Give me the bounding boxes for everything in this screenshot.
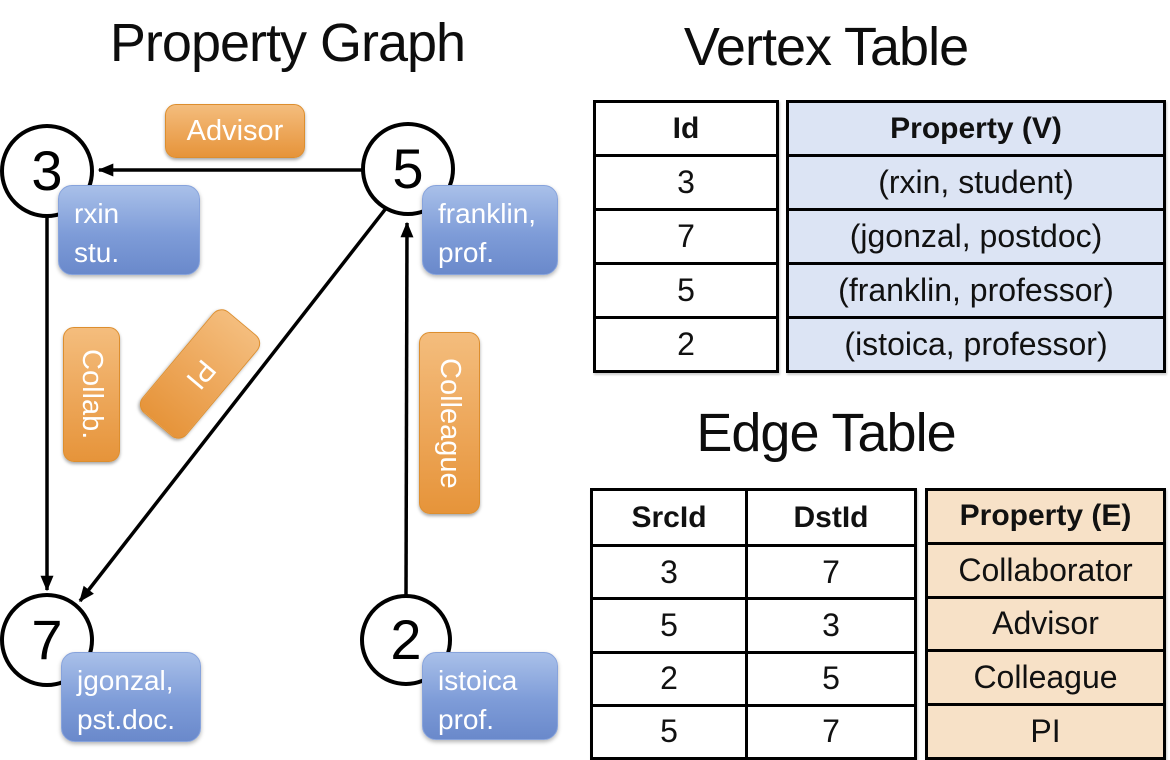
graph-title: Property Graph	[109, 13, 466, 73]
edge-label-collab: Collab.	[63, 327, 120, 462]
edge-table-srcid-cell: 5	[593, 703, 745, 757]
vertex-label-jgonzal-line2: pst.doc.	[77, 704, 176, 736]
edge-table-property-cell: Collaborator	[928, 541, 1163, 596]
vertex-table-property-column: Property (V) (rxin, student) (jgonzal, p…	[786, 100, 1166, 373]
vertex-label-rxin: rxin stu.	[58, 185, 200, 275]
vertex-label-jgonzal-line1: jgonzal,	[77, 665, 174, 696]
edge-table-property-cell: PI	[928, 703, 1163, 757]
edge-label-colleague: Colleague	[419, 332, 480, 514]
edge-table-srcid-cell: 5	[593, 597, 745, 650]
vertex-table-id-column: Id 3 7 5 2	[593, 100, 779, 373]
vertex-label-rxin-line1: rxin	[74, 198, 120, 229]
edge-table-dstid-cell: 5	[745, 650, 914, 704]
edge-table-property-column: Property (E) Collaborator Advisor Collea…	[925, 488, 1166, 760]
vertex-table-id-cell: 2	[596, 316, 776, 370]
edge-table-srcid-cell: 2	[593, 650, 745, 704]
vertex-table-property-cell: (rxin, student)	[789, 154, 1163, 208]
node-5-id: 5	[392, 137, 424, 200]
edge-table-dstid-cell: 3	[745, 597, 914, 651]
vertex-table-id-header: Id	[672, 111, 700, 145]
edge-table-src-dst-columns: SrcId DstId 3 7 5 3 2 5 5 7	[590, 488, 917, 760]
vertex-table-id-cell: 5	[596, 262, 776, 316]
vertex-label-istoica-line1: istoica	[438, 665, 518, 696]
edge-table-title: Edge Table	[696, 403, 956, 463]
edge-2-to-5-arrow	[400, 221, 414, 596]
edge-label-advisor: Advisor	[165, 104, 305, 158]
edge-5-to-7-arrow	[78, 205, 389, 603]
vertex-table-id-cell: 3	[596, 154, 776, 208]
edge-table-dstid-cell: 7	[745, 544, 914, 598]
vertex-label-istoica: istoica prof.	[422, 652, 558, 740]
edge-table-dstid-header: DstId	[745, 491, 914, 545]
edge-table-property-header: Property (E)	[959, 499, 1132, 533]
edge-table-property-cell: Advisor	[928, 595, 1163, 650]
vertex-table-property-cell: (franklin, professor)	[789, 262, 1163, 316]
edge-table-dstid-cell: 7	[745, 703, 914, 757]
vertex-table-property-cell: (jgonzal, postdoc)	[789, 208, 1163, 262]
vertex-table-id-cell: 7	[596, 208, 776, 262]
vertex-label-rxin-line2: stu.	[74, 237, 120, 269]
node-7-id: 7	[31, 608, 63, 671]
vertex-table-property-cell: (istoica, professor)	[789, 316, 1163, 370]
vertex-label-franklin: franklin, prof.	[422, 185, 558, 275]
vertex-label-istoica-line2: prof.	[438, 704, 495, 736]
edge-table-srcid-header: SrcId	[631, 500, 707, 534]
vertex-label-franklin-line2: prof.	[438, 237, 495, 269]
vertex-label-jgonzal: jgonzal, pst.doc.	[61, 652, 201, 742]
vertex-label-franklin-line1: franklin,	[438, 198, 537, 229]
vertex-table-title: Vertex Table	[683, 17, 969, 77]
edge-table-property-cell: Colleague	[928, 649, 1163, 703]
node-3-id: 3	[31, 139, 63, 202]
node-2-id: 2	[390, 608, 422, 671]
edge-table-srcid-cell: 3	[593, 544, 745, 597]
vertex-table-property-header: Property (V)	[890, 111, 1062, 145]
